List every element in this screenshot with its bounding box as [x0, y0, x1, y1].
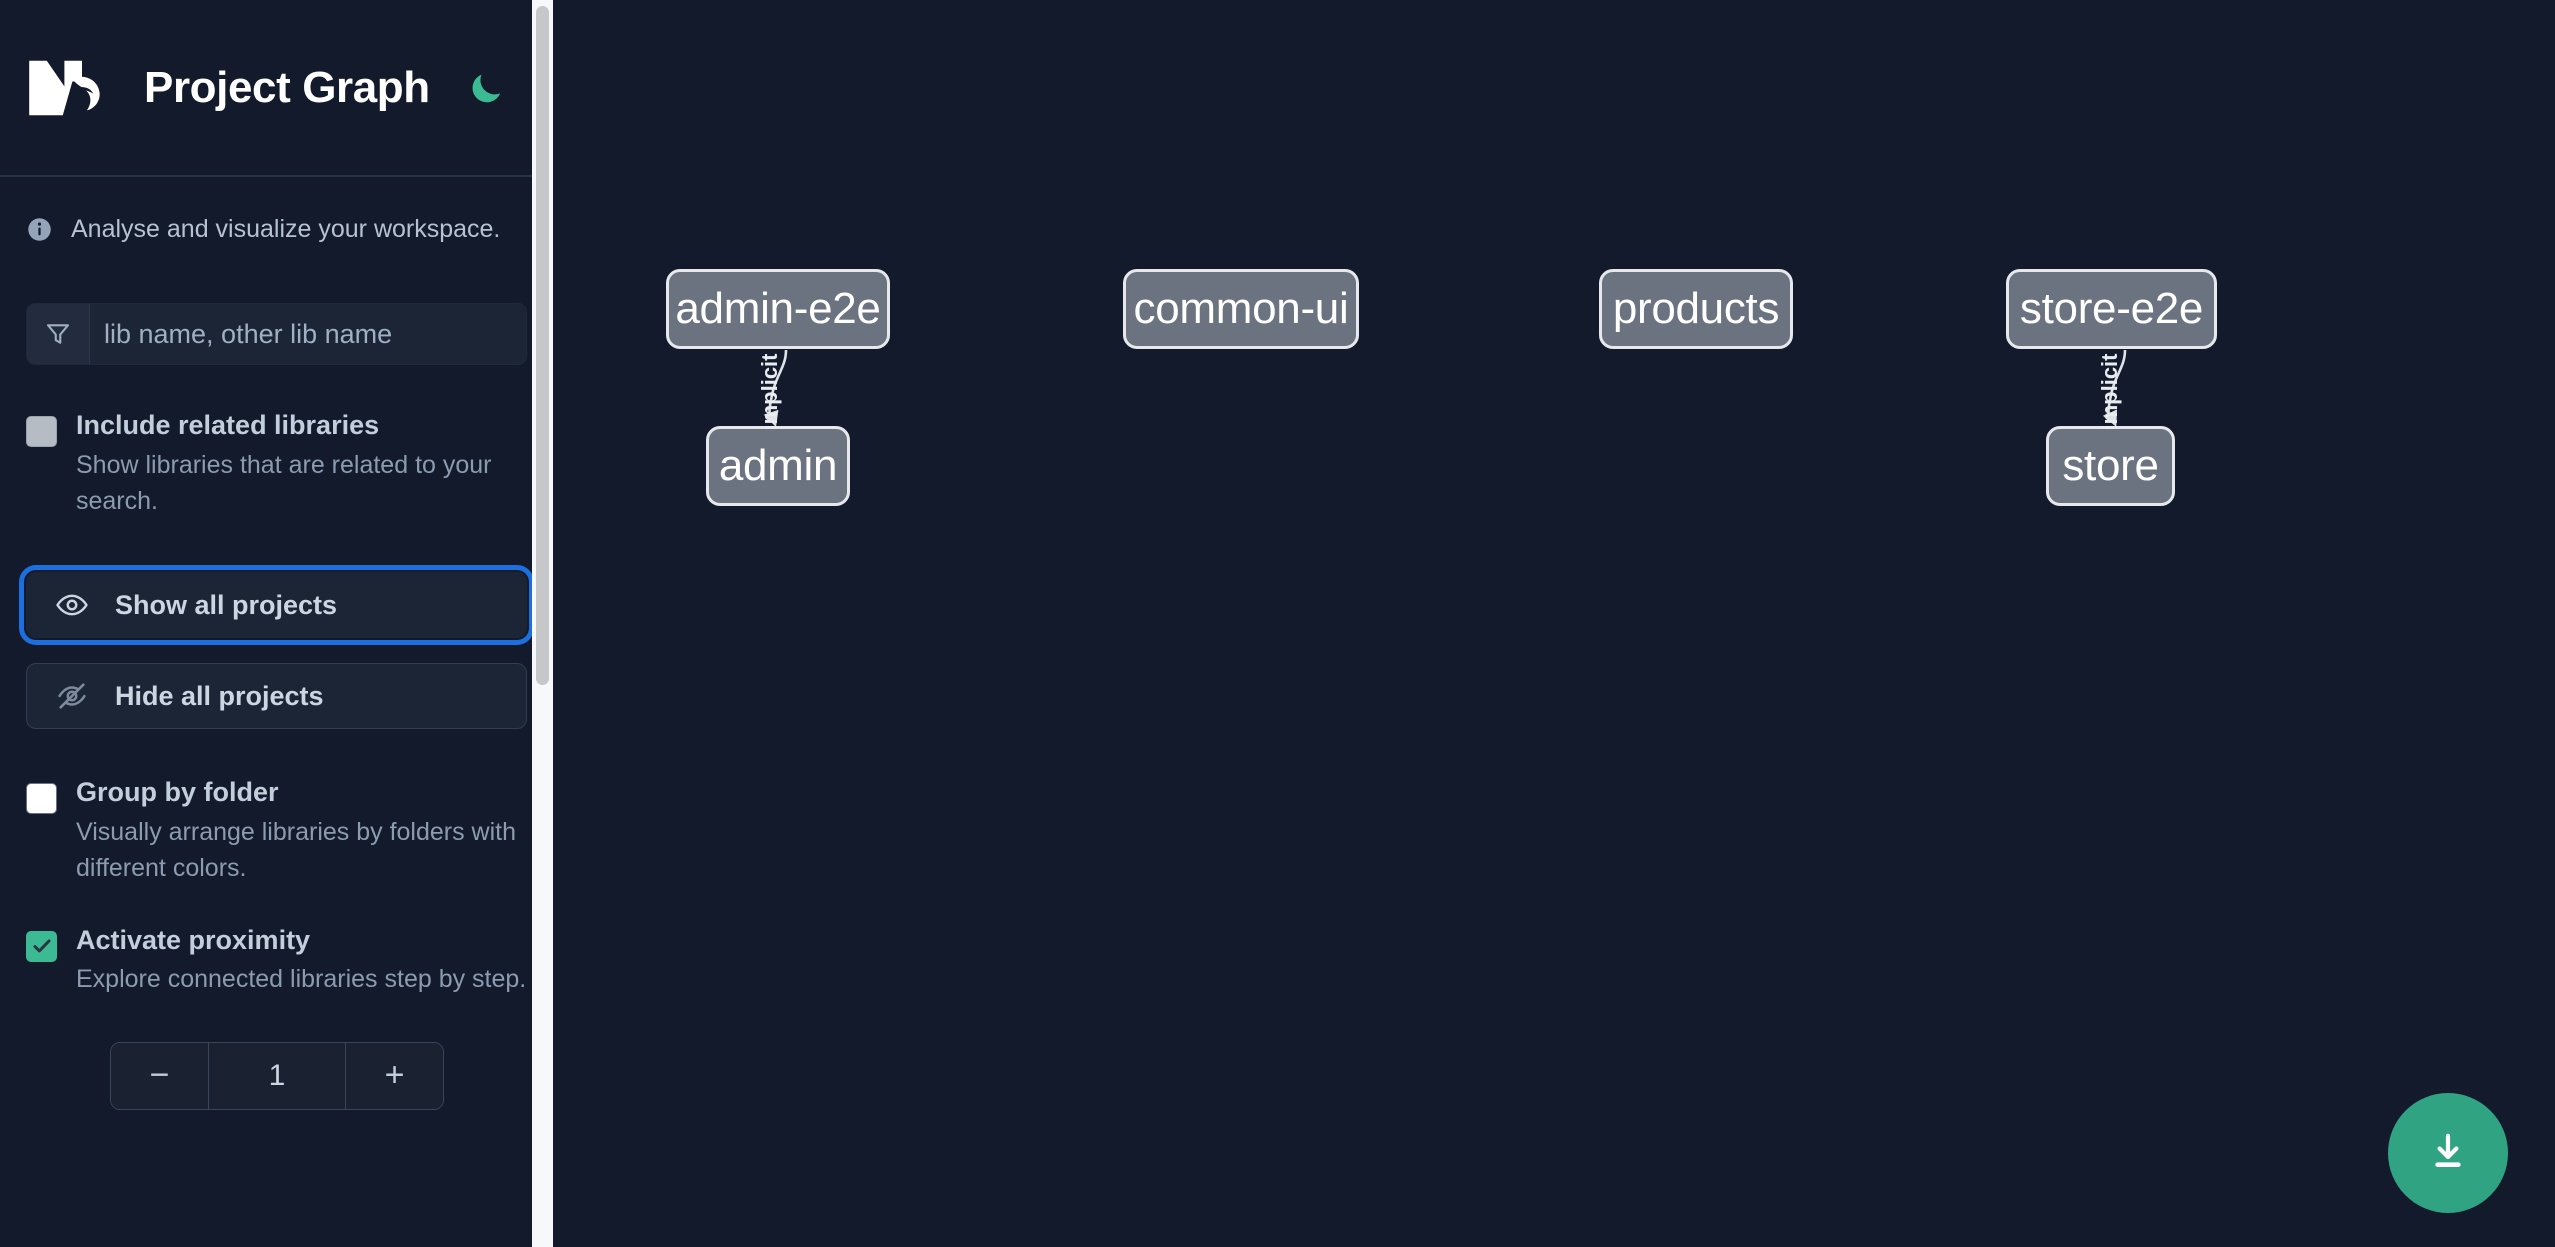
- option-group-by-folder[interactable]: Group by folder Visually arrange librari…: [0, 776, 553, 886]
- info-icon: [26, 216, 53, 243]
- sidebar-header: Project Graph: [0, 0, 553, 177]
- graph-node-common-ui[interactable]: common-ui: [1123, 269, 1359, 349]
- option-include-related-libraries[interactable]: Include related libraries Show libraries…: [0, 409, 553, 519]
- graph-node-label: admin-e2e: [675, 284, 881, 333]
- workspace-blurb: Analyse and visualize your workspace.: [0, 177, 553, 244]
- workspace-blurb-text: Analyse and visualize your workspace.: [71, 215, 501, 243]
- sidebar: Project Graph Analyse and visualize your…: [0, 0, 553, 1247]
- activate-proximity-label: Activate proximity: [76, 924, 311, 955]
- moon-icon[interactable]: [462, 64, 510, 112]
- download-graph-button[interactable]: [2388, 1093, 2508, 1213]
- graph-node-admin[interactable]: admin: [706, 426, 850, 506]
- nx-logo-icon: [26, 56, 122, 120]
- graph-node-label: store-e2e: [2019, 284, 2204, 333]
- group-by-folder-checkbox[interactable]: [26, 783, 57, 815]
- search-input[interactable]: [90, 304, 526, 364]
- proximity-increment-button[interactable]: +: [345, 1042, 443, 1109]
- group-by-folder-description: Visually arrange libraries by folders wi…: [76, 818, 517, 883]
- activate-proximity-checkbox[interactable]: [26, 930, 57, 962]
- eye-off-icon: [55, 679, 89, 713]
- proximity-decrement-button[interactable]: −: [111, 1042, 209, 1109]
- include-related-libraries-description: Show libraries that are related to your …: [76, 450, 492, 515]
- graph-node-products[interactable]: products: [1599, 269, 1793, 349]
- proximity-stepper: − 1 +: [110, 1041, 444, 1110]
- proximity-value: 1: [209, 1042, 345, 1109]
- group-by-folder-label: Group by folder: [76, 777, 279, 808]
- edge-admin-e2e-to-admin: [763, 349, 788, 427]
- filter-icon: [27, 304, 90, 364]
- graph-node-label: common-ui: [1133, 284, 1349, 333]
- hide-all-projects-label: Hide all projects: [115, 680, 324, 711]
- graph-node-label: store: [2062, 441, 2159, 490]
- show-all-projects-label: Show all projects: [115, 589, 338, 620]
- app-title: Project Graph: [144, 62, 430, 112]
- option-activate-proximity[interactable]: Activate proximity Explore connected lib…: [0, 924, 553, 998]
- graph-node-label: products: [1612, 284, 1780, 333]
- edge-store-e2e-to-store: [2102, 349, 2127, 427]
- graph-node-admin-e2e[interactable]: admin-e2e: [666, 269, 890, 349]
- eye-icon: [55, 588, 89, 622]
- sidebar-scrollbar-thumb[interactable]: [536, 6, 549, 685]
- graph-node-store-e2e[interactable]: store-e2e: [2006, 269, 2217, 349]
- graph-canvas[interactable]: admin-e2e common-ui products store-e2e a…: [553, 0, 2555, 1247]
- graph-node-store[interactable]: store: [2046, 426, 2175, 506]
- sidebar-scrollbar-track[interactable]: [532, 0, 553, 1247]
- include-related-libraries-label: Include related libraries: [76, 410, 380, 440]
- activate-proximity-description: Explore connected libraries step by step…: [76, 965, 527, 994]
- include-related-libraries-checkbox[interactable]: [26, 416, 57, 447]
- hide-all-projects-button[interactable]: Hide all projects: [26, 663, 527, 730]
- show-all-projects-button[interactable]: Show all projects: [19, 565, 534, 646]
- graph-edges: [763, 349, 2127, 427]
- download-icon: [2425, 1129, 2471, 1178]
- graph-node-label: admin: [718, 441, 838, 490]
- search-field[interactable]: [26, 303, 527, 365]
- sidebar-body: Analyse and visualize your workspace. In…: [0, 177, 553, 1110]
